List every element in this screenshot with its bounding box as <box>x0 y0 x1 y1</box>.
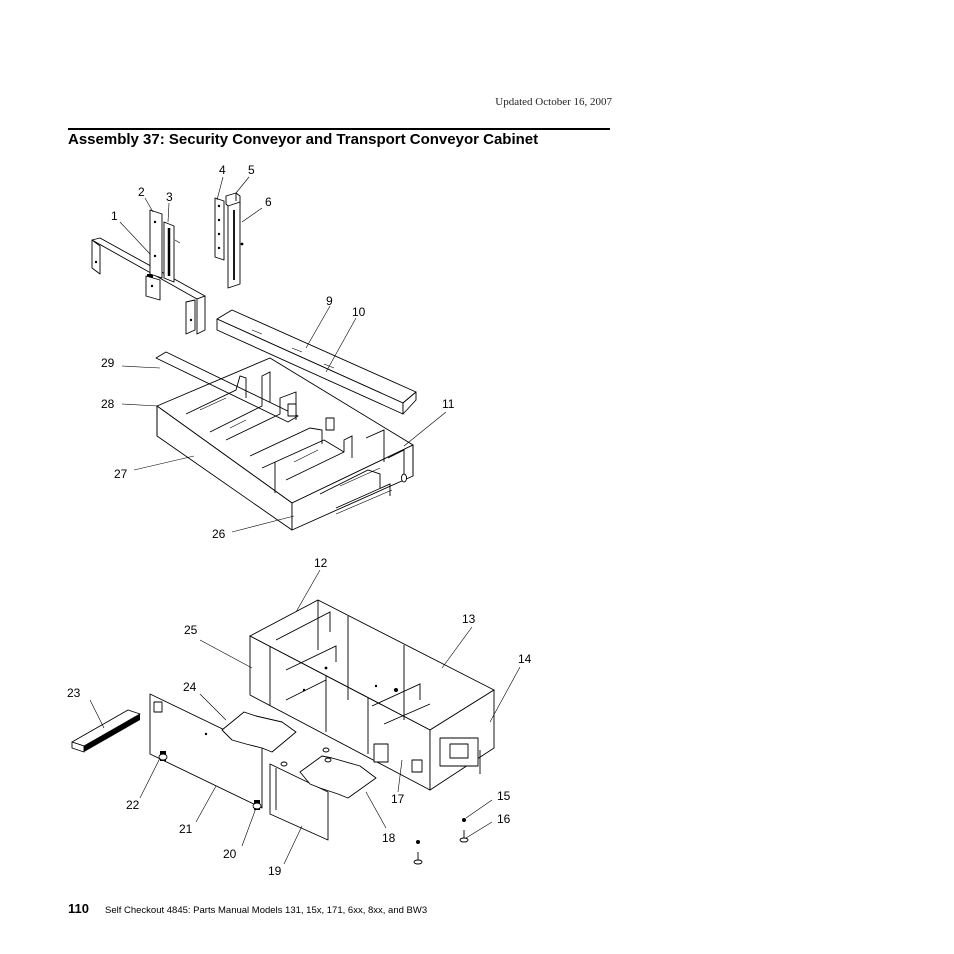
part-6-channel <box>227 201 244 289</box>
callout-27: 27 <box>114 467 128 481</box>
callout-24: 24 <box>183 680 197 694</box>
page-number: 110 <box>68 901 89 916</box>
callout-17: 17 <box>391 792 405 806</box>
callout-18: 18 <box>382 831 396 845</box>
feet-hardware <box>158 747 469 865</box>
part-18-mat <box>299 755 377 799</box>
part-9-cover <box>216 309 417 415</box>
title-rule <box>68 128 610 130</box>
callout-1: 1 <box>111 209 118 223</box>
part-2-plate <box>145 209 163 301</box>
footer-text: Self Checkout 4845: Parts Manual Models … <box>104 905 428 916</box>
callout-4: 4 <box>219 163 226 177</box>
callout-29: 29 <box>101 356 115 370</box>
leader-lines <box>89 176 521 865</box>
lower-cabinet <box>249 599 495 791</box>
callout-20: 20 <box>223 847 237 861</box>
callout-22: 22 <box>126 798 140 812</box>
callout-25: 25 <box>184 623 198 637</box>
callout-28: 28 <box>101 397 115 411</box>
callout-21: 21 <box>179 822 193 836</box>
callout-14: 14 <box>518 652 532 666</box>
part-21-panel <box>149 693 263 809</box>
update-date: Updated October 16, 2007 <box>495 96 612 108</box>
callout-26: 26 <box>212 527 226 541</box>
callout-5: 5 <box>248 163 255 177</box>
callout-9: 9 <box>326 294 333 308</box>
callout-labels: 1 2 3 4 5 6 9 10 11 12 13 14 15 16 17 18… <box>67 163 532 878</box>
callout-12: 12 <box>314 556 328 570</box>
callout-19: 19 <box>268 864 282 878</box>
callout-6: 6 <box>265 195 272 209</box>
page-title: Assembly 37: Security Conveyor and Trans… <box>68 131 539 148</box>
callout-15: 15 <box>497 789 511 803</box>
callout-11: 11 <box>442 397 455 411</box>
callout-13: 13 <box>462 612 476 626</box>
part-23-bar <box>71 709 141 753</box>
callout-2: 2 <box>138 185 145 199</box>
callout-3: 3 <box>166 190 173 204</box>
callout-10: 10 <box>352 305 366 319</box>
upper-cabinet <box>155 351 414 531</box>
part-4-upright <box>214 197 225 261</box>
part-3-rail <box>163 221 181 283</box>
callout-23: 23 <box>67 686 81 700</box>
part-24-mat <box>221 711 297 753</box>
page-footer: 110 Self Checkout 4845: Parts Manual Mod… <box>68 900 427 918</box>
callout-16: 16 <box>497 812 511 826</box>
